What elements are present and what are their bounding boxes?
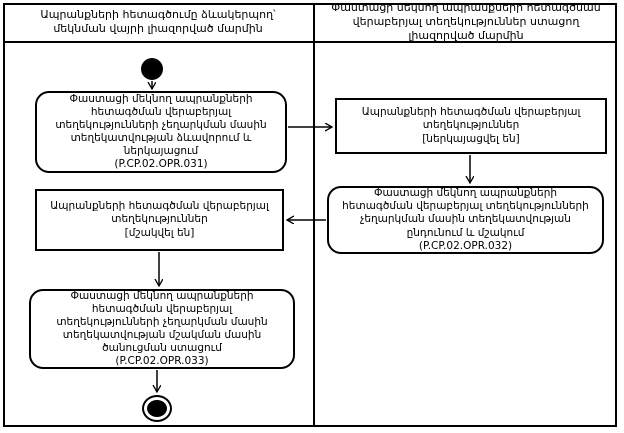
activity-opr-032: Փաստացի մեկնող ապրանքների հետագծման վերա… [327,186,604,254]
activity-code: (P.CP.02.OPR.031) [114,158,208,171]
final-node-dot [147,400,167,417]
object-label: Ապրանքների հետագծման վերաբերյալ տեղեկութ… [50,200,269,226]
initial-node-icon [141,58,163,80]
object-state: [մշակվել են] [124,226,195,239]
swimlane-divider [313,3,315,427]
object-state: [ներկայացվել են] [422,132,520,145]
swimlane-header-label: Փաստացի մեկնող ապրանքների հետագծման վերա… [331,0,601,43]
activity-code: (P.CP.02.OPR.032) [418,239,513,252]
diagram-outer-border [3,3,617,427]
swimlane-header-receiving-authority: Փաստացի մեկնող ապրանքների հետագծման վերա… [315,0,617,43]
object-node-info-submitted: Ապրանքների հետագծման վերաբերյալ տեղեկութ… [335,98,607,154]
activity-opr-031: Փաստացի մեկնող ապրանքների հետագծման վերա… [35,91,287,173]
object-node-info-processed: Ապրանքների հետագծման վերաբերյալ տեղեկութ… [35,189,284,251]
activity-opr-033: Փաստացի մեկնող ապրանքների հետագծման վերա… [29,289,295,369]
swimlane-header-label: Ապրանքների հետագծումը ձևակերպող՝ մեկնման… [40,7,276,35]
swimlane-header-departure-authority: Ապրանքների հետագծումը ձևակերպող՝ մեկնման… [3,3,313,41]
activity-label: Փաստացի մեկնող ապրանքների հետագծման վերա… [55,92,267,158]
activity-code: (P.CP.02.OPR.033) [115,355,209,368]
final-node-icon [142,395,172,422]
activity-label: Փաստացի մեկնող ապրանքների հետագծման վերա… [342,187,589,239]
activity-label: Փաստացի մեկնող ապրանքների հետագծման վերա… [56,289,268,355]
swimlane-header-separator [3,41,617,43]
object-label: Ապրանքների հետագծման վերաբերյալ տեղեկութ… [361,106,581,132]
